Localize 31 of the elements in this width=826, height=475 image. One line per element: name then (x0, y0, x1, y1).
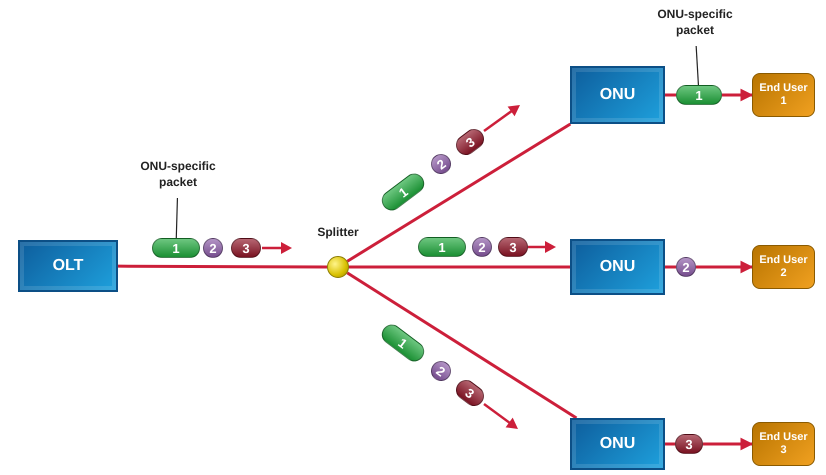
fiber-line (703, 438, 754, 450)
fiber-line (696, 260, 754, 274)
fiber-line (722, 88, 754, 102)
fiber-line (118, 264, 327, 268)
end-user-box: End User 3 (752, 422, 815, 466)
network-unit-box: ONU (570, 239, 665, 295)
network-unit-box: OLT (18, 240, 118, 292)
packet-pill: 2 (676, 257, 696, 277)
network-unit-box: ONU (570, 418, 665, 470)
end-user-box: End User 2 (752, 245, 815, 289)
packet-pill: 1 (152, 238, 200, 258)
packet-pill: 3 (675, 434, 703, 454)
callout-text: ONU-specific packet (130, 158, 226, 198)
fiber-line (665, 94, 676, 96)
packet-pill: 3 (498, 237, 528, 257)
packet-pill: 1 (418, 237, 466, 257)
packet-pill: 2 (472, 237, 492, 257)
leader-line (176, 198, 178, 238)
splitter-label: Splitter (317, 226, 359, 238)
packet-pill: 3 (231, 238, 261, 258)
fiber-line (349, 266, 570, 268)
fiber-line (346, 122, 572, 263)
fiber-line (665, 266, 676, 268)
network-unit-box: ONU (570, 66, 665, 124)
callout-text: ONU-specific packet (648, 6, 742, 46)
fiber-line (665, 442, 675, 446)
end-user-box: End User 1 (752, 73, 815, 117)
packet-pill: 2 (203, 238, 223, 258)
packet-pill: 1 (676, 85, 722, 105)
leader-line (696, 46, 700, 86)
fiber-line (346, 272, 578, 420)
